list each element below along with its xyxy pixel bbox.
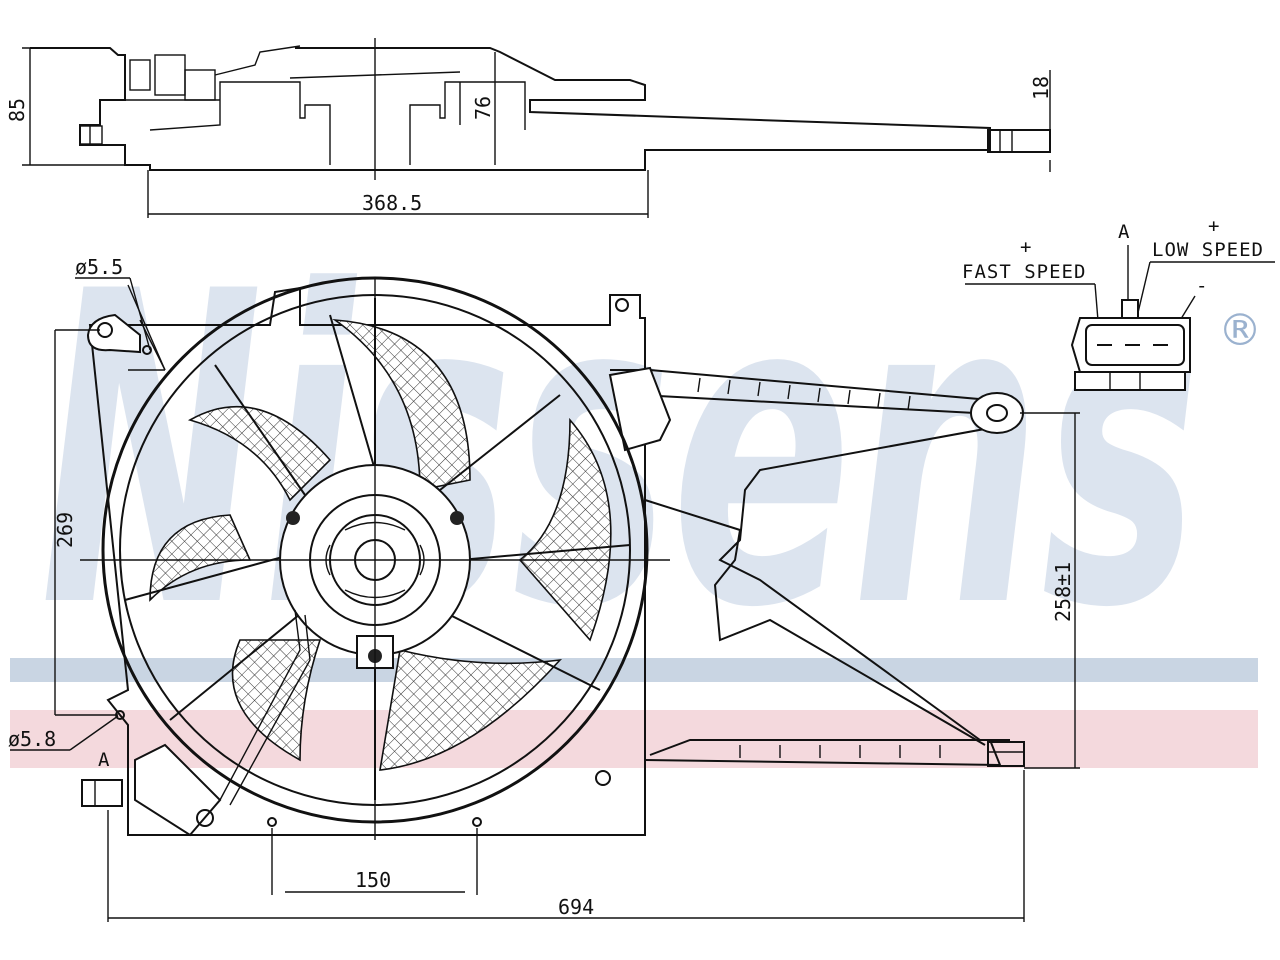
watermark: Nissens ® xyxy=(10,202,1262,768)
dim-right-vertical: 258±1 xyxy=(1051,562,1075,622)
blue-band xyxy=(10,658,1258,682)
connector-detail: A + + FAST SPEED LOW SPEED - xyxy=(962,215,1275,391)
fast-speed-plus: + xyxy=(1020,236,1032,258)
red-band xyxy=(10,710,1258,768)
dim-hole-top-left: ø5.5 xyxy=(75,255,123,279)
dim-hole-bottom-left: ø5.8 xyxy=(8,727,56,751)
front-dimensions: ø5.5 269 ø5.8 258±1 150 694 A xyxy=(8,255,1080,922)
front-view xyxy=(80,276,1025,840)
dim-overall-width: 694 xyxy=(558,895,594,919)
low-speed-plus: + xyxy=(1208,215,1220,237)
fast-speed-label: FAST SPEED xyxy=(962,261,1086,283)
dim-bracket-thickness: 18 xyxy=(1029,76,1053,100)
bottom-connector-label: A xyxy=(98,749,110,771)
low-speed-label: LOW SPEED xyxy=(1152,239,1264,261)
dim-left-vertical: 269 xyxy=(53,512,77,548)
dim-overall-height: 85 xyxy=(5,98,29,122)
registered-mark: ® xyxy=(1218,305,1262,356)
minus-label: - xyxy=(1196,275,1208,297)
side-view: 85 76 18 368.5 xyxy=(5,38,1053,218)
fan-blades xyxy=(149,318,612,771)
pin-label-a: A xyxy=(1118,221,1130,243)
dim-bottom-spacing: 150 xyxy=(355,868,391,892)
dim-shroud-depth: 76 xyxy=(471,96,495,120)
dim-shroud-width: 368.5 xyxy=(362,191,422,215)
